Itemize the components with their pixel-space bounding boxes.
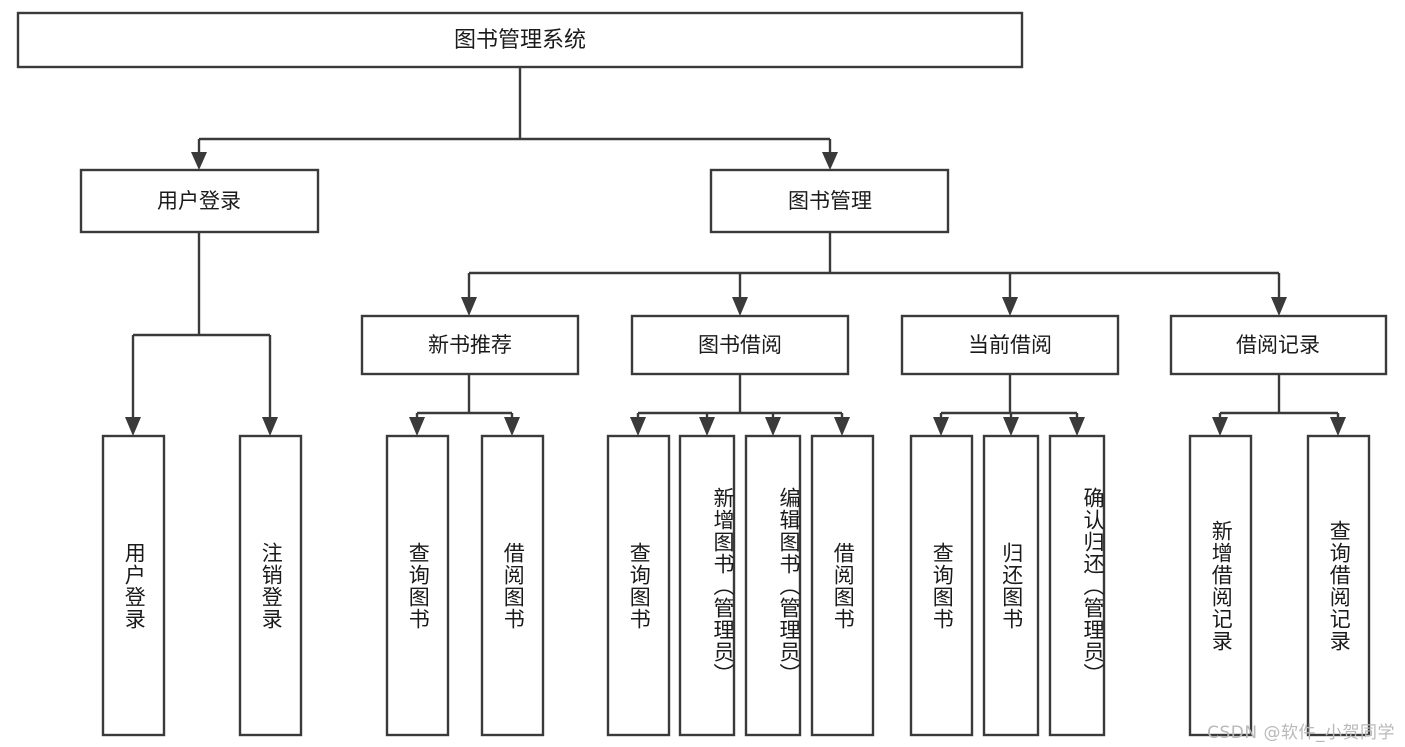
connector-group-records-leaves [1212,374,1346,436]
watermark-text: CSDN @软件_小贺同学 [1207,723,1395,743]
leaf-box-query-book-current[interactable] [909,434,974,737]
node-new-book-recommend-label: 新书推荐 [428,333,512,357]
leaf-box-query-book-recommend[interactable] [385,434,450,737]
arrow-head-records-l2 [1330,417,1346,436]
node-user-login-label: 用户登录 [157,189,241,213]
node-book-management-label: 图书管理 [788,189,872,213]
node-book-borrow[interactable]: 图书借阅 [630,314,850,376]
node-user-login[interactable]: 用户登录 [79,168,320,234]
connector-group-newbook-leaves [409,374,520,436]
node-book-borrow-box[interactable] [630,314,850,376]
leaf-box-user-login[interactable] [101,434,166,737]
arrow-head-records-l1 [1212,417,1228,436]
arrow-head-login [191,152,207,170]
node-borrow-records-label: 借阅记录 [1236,333,1320,357]
arrow-head-current-l3 [1069,417,1085,436]
node-borrow-records-box[interactable] [1169,314,1388,376]
node-new-book-recommend[interactable]: 新书推荐 [360,314,580,376]
node-current-borrow-box[interactable] [900,314,1120,376]
arrow-head-login-l2 [262,417,278,436]
connector-group-bookmgmt [461,232,1287,316]
arrow-head-bookmgmt [822,152,838,170]
leaf-box-query-borrow-record[interactable] [1306,434,1371,737]
node-book-management-box[interactable] [709,168,950,234]
connector-group-borrow-leaves [630,374,850,436]
arrow-head-borrow-l2 [699,417,715,436]
arrow-head-current-l2 [1003,417,1019,436]
leaf-box-borrow-book-recommend[interactable] [480,434,545,737]
leaf-box-query-book-borrow[interactable] [606,434,671,737]
arrow-head-borrow-l4 [834,417,850,436]
leaf-box-return-book[interactable] [982,434,1040,737]
node-new-book-recommend-box[interactable] [360,314,580,376]
arrow-head-borrow [732,297,748,316]
leaf-box-edit-book-admin[interactable] [744,434,802,737]
node-current-borrow-label: 当前借阅 [968,333,1052,357]
arrow-head-newbook-l2 [504,417,520,436]
node-root-label: 图书管理系统 [454,28,586,53]
arrow-head-borrow-l3 [765,417,781,436]
leaf-box-confirm-return-admin[interactable] [1048,434,1106,737]
leaf-box-add-borrow-record[interactable] [1188,434,1253,737]
arrow-head-borrow-l1 [630,417,646,436]
leaf-node-group [101,434,1371,737]
arrow-head-newbook [461,297,477,316]
node-book-borrow-label: 图书借阅 [698,333,782,357]
leaf-box-borrow-book[interactable] [810,434,875,737]
arrow-head-current-l1 [933,417,949,436]
node-current-borrow[interactable]: 当前借阅 [900,314,1120,376]
connector-group-root [191,67,838,170]
leaf-box-logout[interactable] [238,434,303,737]
node-user-login-box[interactable] [79,168,320,234]
node-book-management[interactable]: 图书管理 [709,168,950,234]
arrow-head-newbook-l1 [409,417,425,436]
node-borrow-records[interactable]: 借阅记录 [1169,314,1388,376]
arrow-head-login-l1 [125,417,141,436]
arrow-head-current [1002,297,1018,316]
arrow-head-records [1271,297,1287,316]
node-root-box[interactable] [16,11,1024,69]
leaf-box-add-book-admin[interactable] [678,434,736,737]
node-root[interactable]: 图书管理系统 [16,11,1024,69]
connector-group-login-leaves [125,232,278,436]
connector-group-current-leaves [933,374,1085,436]
